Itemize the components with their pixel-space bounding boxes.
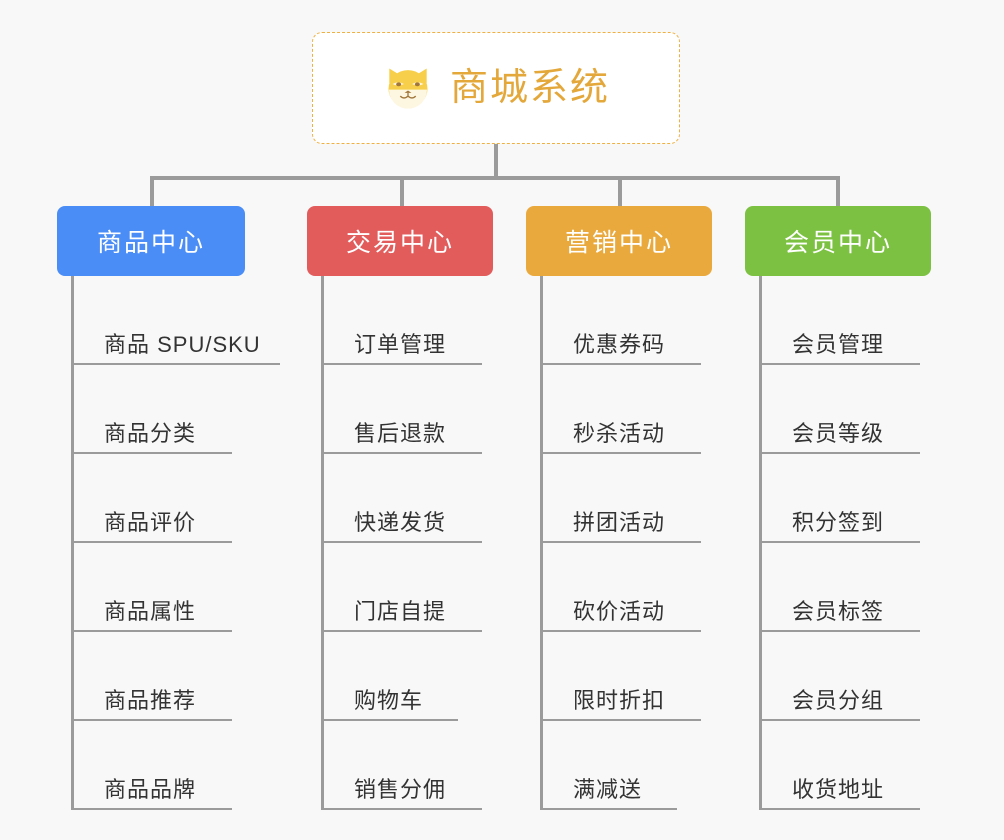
leaf-label: 购物车 [354,687,424,713]
branch-column-member-center: 会员管理 会员等级 积分签到 会员标签 会员分组 收货地址 [759,276,920,810]
leaf-item[interactable]: 限时折扣 [543,632,701,721]
leaf-label: 商品属性 [104,598,197,624]
leaf-label: 砍价活动 [573,598,666,624]
connector-drop-marketing-center [618,176,622,206]
leaf-item[interactable]: 购物车 [324,632,458,721]
leaf-label: 会员分组 [792,687,885,713]
leaf-item[interactable]: 会员管理 [762,276,920,365]
connector-horizontal-bus [152,176,838,180]
branch-column-product-center: 商品 SPU/SKU 商品分类 商品评价 商品属性 商品推荐 商品品牌 [71,276,291,810]
leaf-item[interactable]: 优惠券码 [543,276,701,365]
leaf-label: 商品推荐 [104,687,197,713]
connector-drop-trade-center [400,176,404,206]
leaf-item[interactable]: 收货地址 [762,721,920,810]
category-box-marketing-center[interactable]: 营销中心 [526,206,712,276]
leaf-label: 门店自提 [354,598,447,624]
leaf-label: 商品评价 [104,509,197,535]
category-label-trade-center: 交易中心 [345,229,454,257]
leaf-label: 收货地址 [792,776,885,802]
category-label-product-center: 商品中心 [96,229,205,257]
leaf-label: 优惠券码 [573,331,666,357]
leaf-label: 商品分类 [104,420,197,446]
root-node-shopping-mall-system[interactable]: 商城系统 [312,32,680,144]
leaf-item[interactable]: 积分签到 [762,454,920,543]
leaf-item[interactable]: 门店自提 [324,543,482,632]
category-box-member-center[interactable]: 会员中心 [745,206,931,276]
leaf-label: 快递发货 [354,509,447,535]
leaf-item[interactable]: 订单管理 [324,276,482,365]
leaf-label: 拼团活动 [573,509,666,535]
category-label-member-center: 会员中心 [783,229,892,257]
leaf-item[interactable]: 售后退款 [324,365,482,454]
leaf-label: 会员等级 [792,420,885,446]
category-label-marketing-center: 营销中心 [564,229,673,257]
leaf-label: 商品 SPU/SKU [104,331,261,357]
leaf-item[interactable]: 商品属性 [74,543,232,632]
leaf-item[interactable]: 快递发货 [324,454,482,543]
leaf-item[interactable]: 商品推荐 [74,632,232,721]
connector-root-stem [494,144,498,178]
leaf-item[interactable]: 商品评价 [74,454,232,543]
leaf-item[interactable]: 销售分佣 [324,721,482,810]
leaf-item[interactable]: 秒杀活动 [543,365,701,454]
leaf-item[interactable]: 会员等级 [762,365,920,454]
leaf-label: 秒杀活动 [573,420,666,446]
leaf-item[interactable]: 商品分类 [74,365,232,454]
branch-column-marketing-center: 优惠券码 秒杀活动 拼团活动 砍价活动 限时折扣 满减送 [540,276,701,810]
leaf-item[interactable]: 商品 SPU/SKU [74,276,280,365]
root-title: 商城系统 [449,67,610,109]
leaf-label: 商品品牌 [104,776,197,802]
leaf-item[interactable]: 商品品牌 [74,721,232,810]
branch-column-trade-center: 订单管理 售后退款 快递发货 门店自提 购物车 销售分佣 [321,276,482,810]
connector-drop-member-center [836,176,840,206]
connector-drop-product-center [150,176,154,206]
leaf-item[interactable]: 砍价活动 [543,543,701,632]
leaf-item[interactable]: 拼团活动 [543,454,701,543]
leaf-label: 会员管理 [792,331,885,357]
leaf-label: 满减送 [573,776,643,802]
leaf-label: 订单管理 [354,331,447,357]
category-box-product-center[interactable]: 商品中心 [57,206,245,276]
category-box-trade-center[interactable]: 交易中心 [307,206,493,276]
leaf-label: 售后退款 [354,420,447,446]
leaf-item[interactable]: 会员分组 [762,632,920,721]
leaf-label: 限时折扣 [573,687,666,713]
leaf-item[interactable]: 满减送 [543,721,677,810]
leaf-label: 销售分佣 [354,776,447,802]
shiba-dog-icon [388,68,428,109]
leaf-item[interactable]: 会员标签 [762,543,920,632]
leaf-label: 积分签到 [792,509,885,535]
leaf-label: 会员标签 [792,598,885,624]
